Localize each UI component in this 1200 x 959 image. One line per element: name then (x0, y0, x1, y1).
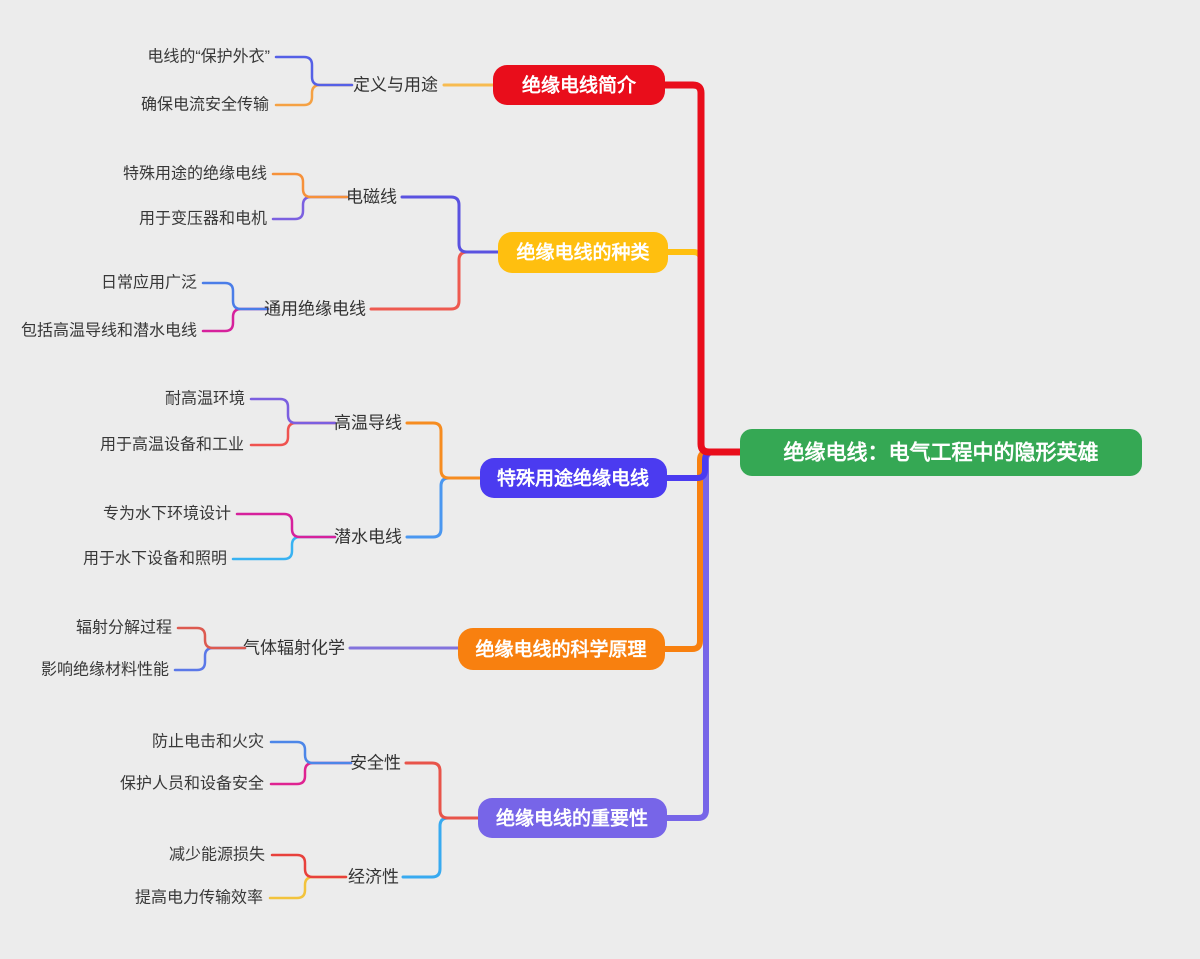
link-safety-leaf2 (269, 761, 353, 786)
link-types-magnet-wire (400, 195, 500, 254)
node-special[interactable] (480, 458, 667, 498)
leaf-incl-hightemp-diving[interactable]: 包括高温导线和潜水电线 (21, 322, 197, 340)
node-importance[interactable] (478, 798, 667, 838)
link-hightemp-leaf2 (249, 421, 337, 447)
node-types[interactable] (498, 232, 668, 273)
branch-intro: 电线的“保护外衣” 确保电流安全传输 定义与用途 绝缘电线简介 (141, 48, 665, 114)
link-economy-leaf1 (270, 853, 348, 879)
node-intro[interactable] (493, 65, 665, 105)
link-definition-leaf2 (274, 83, 354, 107)
root-node[interactable] (740, 429, 1142, 476)
branch-types: 特殊用途的绝缘电线 用于变压器和电机 电磁线 日常应用广泛 包括高温导线和潜水电… (21, 165, 668, 340)
subtopic-definition-usage[interactable]: 定义与用途 (353, 76, 438, 95)
root-node-group: 绝缘电线：电气工程中的隐形英雄 (740, 429, 1142, 476)
link-magnet-leaf1 (271, 172, 349, 199)
leaf-hightemp-equipment[interactable]: 用于高温设备和工业 (100, 436, 244, 454)
leaf-radiolysis[interactable]: 辐射分解过程 (76, 619, 172, 637)
leaf-improve-transmission-efficiency[interactable]: 提高电力传输效率 (135, 889, 263, 907)
leaf-underwater-lighting[interactable]: 用于水下设备和照明 (83, 550, 227, 568)
leaf-prevent-shock-fire[interactable]: 防止电击和火灾 (152, 733, 264, 751)
leaf-safe-transmission[interactable]: 确保电流安全传输 (141, 96, 269, 114)
link-root-special (664, 449, 743, 481)
leaf-material-performance[interactable]: 影响绝缘材料性能 (41, 661, 169, 679)
link-general-leaf2 (201, 307, 270, 333)
leaf-protect-people-equipment[interactable]: 保护人员和设备安全 (120, 775, 264, 793)
link-radiation-leaf1 (176, 626, 247, 650)
link-root-science (662, 449, 743, 652)
link-types-general (369, 250, 500, 311)
link-safety-leaf1 (269, 740, 353, 765)
leaf-underwater-design[interactable]: 专为水下环境设计 (103, 504, 231, 523)
leaf-special-purpose-wire[interactable]: 特殊用途的绝缘电线 (123, 165, 267, 183)
link-diving-leaf1 (235, 512, 337, 539)
root-node-label[interactable]: 绝缘电线：电气工程中的隐形英雄 (784, 441, 1099, 465)
link-radiation-leaf2 (173, 646, 247, 672)
link-importance-safety (404, 761, 480, 820)
node-special-label[interactable]: 特殊用途绝缘电线 (497, 467, 649, 490)
subtopic-diving-wire[interactable]: 潜水电线 (334, 528, 402, 547)
node-science-label[interactable]: 绝缘电线的科学原理 (475, 638, 646, 661)
branch-science: 辐射分解过程 影响绝缘材料性能 气体辐射化学 绝缘电线的科学原理 (41, 619, 665, 679)
node-importance-label[interactable]: 绝缘电线的重要性 (496, 807, 648, 830)
leaf-daily-use[interactable]: 日常应用广泛 (101, 273, 197, 292)
node-types-label[interactable]: 绝缘电线的种类 (516, 241, 649, 264)
node-intro-label[interactable]: 绝缘电线简介 (522, 74, 637, 97)
leaf-protective-coat[interactable]: 电线的“保护外衣” (147, 48, 270, 66)
subtopic-safety[interactable]: 安全性 (350, 754, 401, 773)
branch-special: 耐高温环境 用于高温设备和工业 高温导线 专为水下环境设计 用于水下设备和照明 … (83, 389, 667, 568)
subtopic-economy[interactable]: 经济性 (348, 868, 399, 887)
subtopic-hightemp-wire[interactable]: 高温导线 (334, 414, 402, 433)
subtopic-general-insulated-wire[interactable]: 通用绝缘电线 (264, 300, 366, 319)
subtopic-magnet-wire[interactable]: 电磁线 (346, 188, 397, 207)
branch-importance: 防止电击和火灾 保护人员和设备安全 安全性 减少能源损失 提高电力传输效率 经济… (120, 733, 667, 907)
subtopic-gas-radiation-chemistry[interactable]: 气体辐射化学 (243, 639, 345, 658)
link-root-intro (661, 81, 744, 456)
leaf-reduce-energy-loss[interactable]: 减少能源损失 (169, 846, 265, 864)
leaf-transformers-motors[interactable]: 用于变压器和电机 (139, 210, 267, 228)
link-importance-economy (401, 816, 480, 879)
link-economy-leaf2 (268, 875, 348, 900)
root-links (661, 81, 744, 821)
link-special-diving (405, 476, 482, 539)
node-science[interactable] (458, 628, 665, 670)
link-root-importance (664, 449, 743, 821)
link-diving-leaf2 (231, 535, 337, 561)
link-definition-leaf1 (274, 55, 354, 87)
link-hightemp-leaf1 (249, 397, 337, 425)
link-magnet-leaf2 (271, 195, 349, 221)
link-general-leaf1 (201, 281, 270, 311)
link-special-hightemp (405, 421, 482, 480)
leaf-hightemp-env[interactable]: 耐高温环境 (165, 389, 245, 408)
